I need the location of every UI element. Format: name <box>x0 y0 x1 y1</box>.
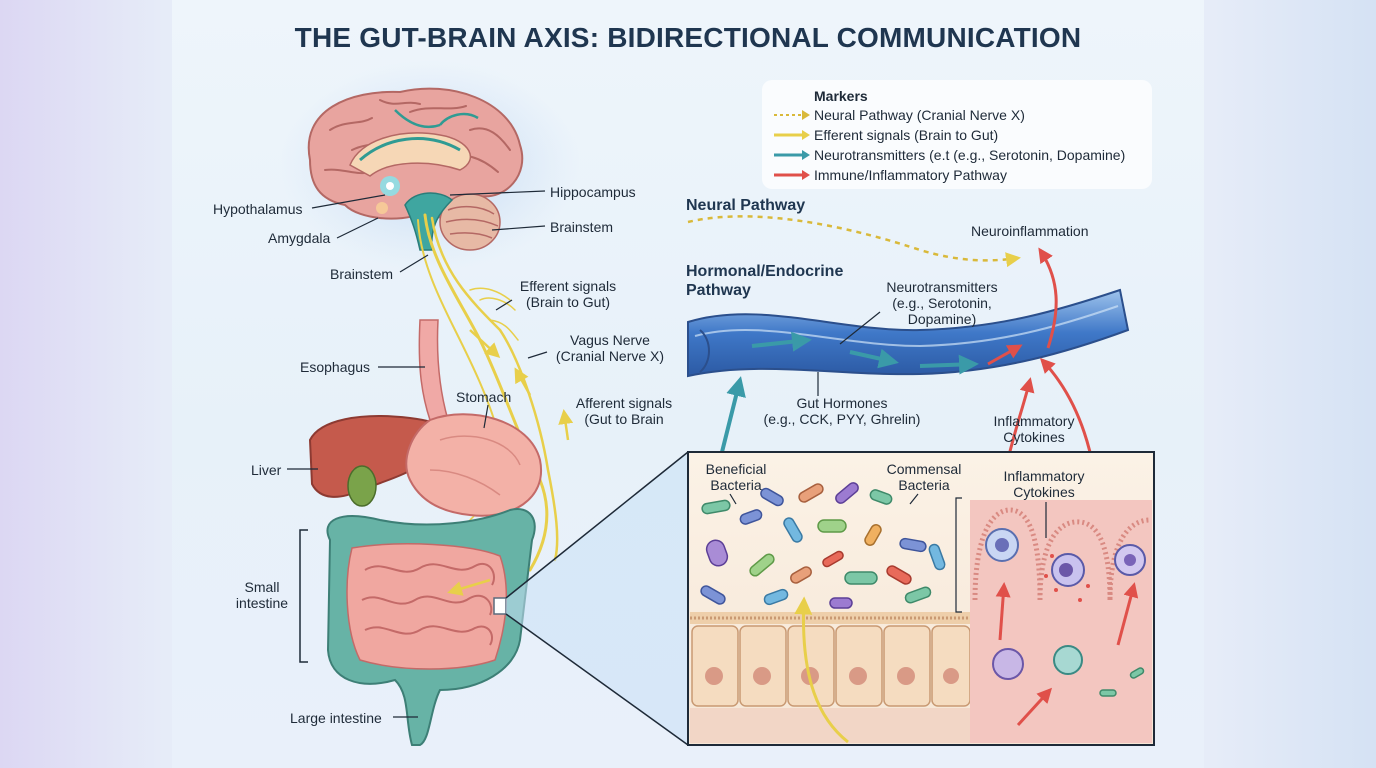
label-neurotransmitters-line2: (e.g., Serotonin, <box>892 295 992 311</box>
label-hippocampus: Hippocampus <box>550 184 636 200</box>
label-hormonal-pathway: Hormonal/Endocrine Pathway <box>686 262 843 300</box>
label-hypothalamus: Hypothalamus <box>213 201 303 217</box>
label-gut-hormones-line1: Gut Hormones <box>796 395 888 411</box>
label-gut-hormones-line2: (e.g., CCK, PYY, Ghrelin) <box>763 411 921 427</box>
label-cytokines-top: Inflammatory Cytokines <box>980 413 1088 445</box>
label-beneficial-line1: Beneficial <box>705 461 767 477</box>
legend-label: Immune/Inflammatory Pathway <box>814 167 1007 183</box>
legend-label: Neural Pathway (Cranial Nerve X) <box>814 107 1025 123</box>
label-beneficial-line2: Bacteria <box>710 477 762 493</box>
label-vagus-line1: Vagus Nerve <box>570 332 650 348</box>
bacteria <box>700 482 1145 697</box>
label-liver: Liver <box>251 462 282 478</box>
label-neurotransmitters-line3: Dopamine) <box>907 311 977 327</box>
zoom-cone <box>506 452 688 745</box>
page-title: THE GUT-BRAIN AXIS: BIDIRECTIONAL COMMUN… <box>294 22 1082 53</box>
label-neuroinflammation: Neuroinflammation <box>971 223 1089 239</box>
label-small-intestine: Small intestine <box>230 579 294 611</box>
brain <box>307 87 524 251</box>
teal-arrow-icon <box>774 150 810 160</box>
label-commensal-bacteria: Commensal Bacteria <box>878 461 970 493</box>
vessel-red-arrow <box>987 344 1023 366</box>
label-hormonal-line1: Hormonal/Endocrine <box>686 263 844 280</box>
legend-label: Efferent signals (Brain to Gut) <box>814 127 999 143</box>
inset-afferent-arrow <box>794 596 849 744</box>
label-afferent: Afferent signals (Gut to Brain <box>566 395 682 427</box>
label-beneficial-bacteria: Beneficial Bacteria <box>694 461 778 493</box>
gut-inset <box>687 451 1155 746</box>
label-afferent-line2: (Gut to Brain <box>584 411 664 427</box>
label-afferent-line1: Afferent signals <box>575 395 673 411</box>
neural-pathway-dashed <box>687 215 1021 268</box>
label-commensal-line1: Commensal <box>886 461 962 477</box>
red-arrow-icon <box>774 170 810 180</box>
brainstem <box>404 192 454 251</box>
neuroinflammation-arrow <box>1038 247 1058 349</box>
legend-title: Markers <box>814 88 868 104</box>
label-efferent-line2: (Brain to Gut) <box>525 294 611 310</box>
label-cytokines-inset-line2: Cytokines <box>1013 484 1075 500</box>
label-amygdala: Amygdala <box>268 230 331 246</box>
small-intestine <box>346 543 508 670</box>
label-neurotransmitters: Neurotransmitters (e.g., Serotonin, Dopa… <box>874 279 1010 327</box>
label-cytokines-top-line2: Cytokines <box>1003 429 1065 445</box>
leader-lines <box>287 190 548 718</box>
gut-hormone-arrow <box>720 376 746 453</box>
label-efferent: Efferent signals (Brain to Gut) <box>508 278 628 310</box>
small-intestine-bracket <box>299 529 308 663</box>
label-stomach: Stomach <box>456 389 512 405</box>
label-neural-pathway: Neural Pathway <box>686 197 806 214</box>
label-cytokines-top-line1: Inflammatory <box>993 413 1075 429</box>
zoom-box <box>493 597 507 615</box>
label-hormonal-line2: Pathway <box>686 282 751 299</box>
afferent-arrow-2 <box>558 409 574 441</box>
label-large-intestine: Large intestine <box>290 710 382 726</box>
esophagus <box>418 319 449 421</box>
stomach <box>405 413 543 517</box>
label-brainstem-right: Brainstem <box>550 219 614 235</box>
label-gut-hormones: Gut Hormones (e.g., CCK, PYY, Ghrelin) <box>742 395 942 427</box>
label-cytokines-inset: Inflammatory Cytokines <box>990 468 1098 500</box>
label-small-intestine-line2: intestine <box>235 595 289 611</box>
dashed-arrow-icon <box>774 110 810 120</box>
neurotransmitter-arrows <box>751 331 979 375</box>
afferent-arrow <box>514 367 532 396</box>
label-efferent-line1: Efferent signals <box>519 278 617 294</box>
legend-label: Neurotransmitters (e.t (e.g., Serotonin,… <box>814 147 1126 163</box>
efferent-arrow <box>469 329 501 359</box>
label-small-intestine-line1: Small <box>244 579 280 595</box>
label-commensal-line2: Bacteria <box>898 477 950 493</box>
label-esophagus: Esophagus <box>300 359 371 375</box>
gallbladder <box>347 465 377 507</box>
nerve-gut-arrow <box>447 578 491 596</box>
label-cytokines-inset-line1: Inflammatory <box>1003 468 1085 484</box>
yellow-arrow-icon <box>774 130 810 140</box>
legend: Markers Neural Pathway (Cranial Nerve X)… <box>762 80 1152 189</box>
label-neurotransmitters-line1: Neurotransmitters <box>886 279 998 295</box>
label-vagus-line2: (Cranial Nerve X) <box>555 348 665 364</box>
label-brainstem-left: Brainstem <box>330 266 394 282</box>
label-vagus: Vagus Nerve (Cranial Nerve X) <box>548 332 672 364</box>
